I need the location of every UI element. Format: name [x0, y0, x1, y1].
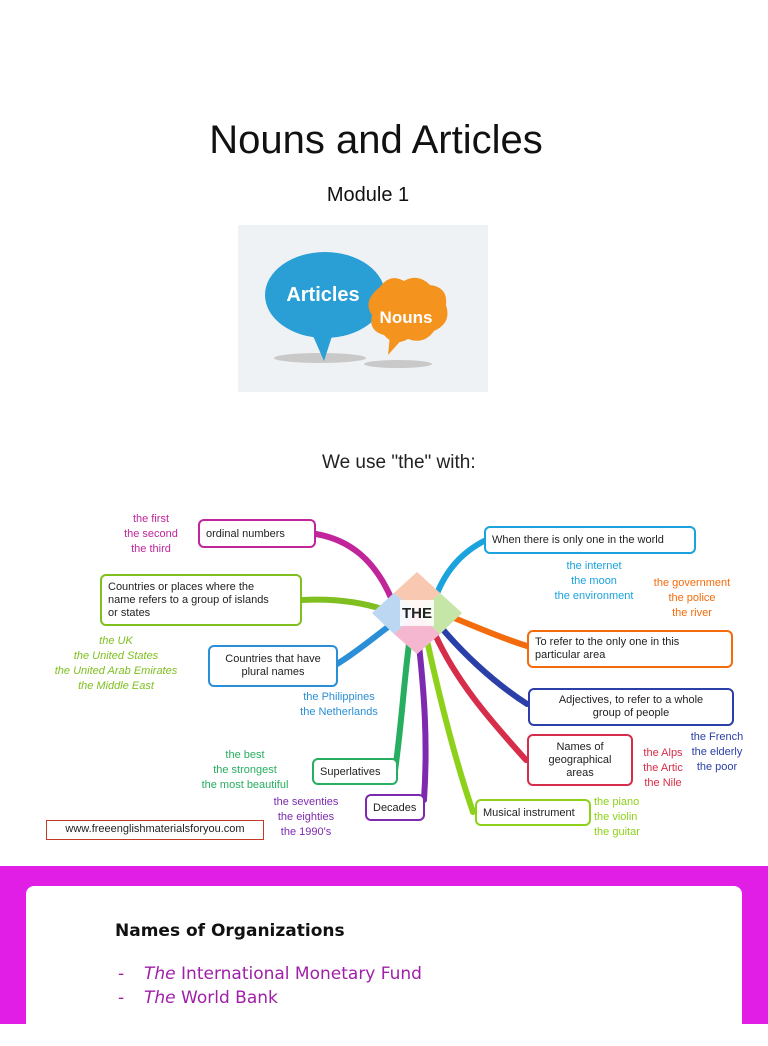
branch-plural-names: Countries that have plural names [208, 645, 338, 687]
mindmap-heading: We use "the" with: [322, 452, 476, 473]
mindmap-connectors: THE [299, 531, 530, 815]
center-the-emblem [372, 572, 462, 654]
examples-plural: the Philippines the Netherlands [300, 691, 378, 718]
examples-countries: the UK the United States the United Arab… [54, 635, 178, 692]
examples-only-area: the government the police the river [653, 577, 731, 619]
organizations-heading: Names of Organizations [115, 921, 345, 941]
examples-only-world: the internet the moon the environment [554, 560, 634, 602]
speech-bubble-nouns: Nouns [368, 277, 448, 355]
speech-bubble-articles: Articles [265, 252, 385, 361]
examples-musical: the piano the violin the guitar [594, 796, 640, 838]
examples-ordinal: the first the second the third [124, 513, 178, 555]
examples-adjectives: the French the elderly the poor [690, 731, 744, 773]
examples-decades: the seventies the eighties the 1990's [273, 796, 339, 838]
examples-superlatives: the best the strongest the most beautifu… [201, 749, 289, 791]
content-card [26, 886, 742, 1046]
branch-only-one-world: When there is only one in the world [484, 526, 696, 554]
branch-ordinal-numbers: ordinal numbers [198, 519, 316, 548]
bubble-articles-label: Articles [286, 284, 359, 306]
examples-geo: the Alps the Artic the Nile [643, 747, 683, 789]
page-title: Nouns and Articles [209, 118, 543, 162]
branch-only-one-area: To refer to the only one in this particu… [527, 630, 733, 668]
list-item: -The International Monetary Fund [118, 964, 422, 984]
center-the-label: THE [402, 605, 432, 622]
branch-musical-instrument: Musical instrument [475, 799, 591, 826]
articles-nouns-illustration: Articles Nouns [238, 225, 488, 392]
slide-1: Nouns and Articles Module 1 Articles Nou… [46, 118, 744, 840]
bubble-nouns-label: Nouns [380, 308, 433, 327]
organizations-list: -The International Monetary Fund -The Wo… [118, 964, 422, 1012]
branch-adjectives-group: Adjectives, to refer to a whole group of… [528, 688, 734, 726]
branch-decades: Decades [365, 794, 425, 821]
slide-2 [0, 866, 768, 1046]
branch-superlatives: Superlatives [312, 758, 398, 785]
page-subtitle: Module 1 [326, 184, 410, 206]
source-url: www.freeenglishmaterialsforyou.com [46, 820, 264, 840]
list-item: -The World Bank [118, 988, 278, 1008]
branch-countries-islands: Countries or places where the name refer… [100, 574, 302, 626]
branch-geographical-areas: Names of geographical areas [527, 734, 633, 786]
